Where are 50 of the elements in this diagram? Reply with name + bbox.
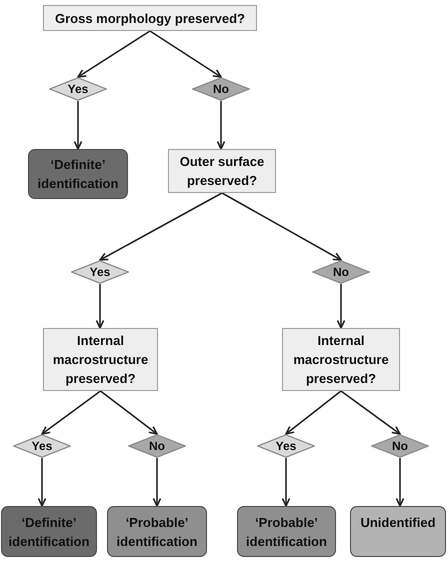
question-box [168, 149, 276, 193]
arrow [38, 458, 46, 507]
answer-text: Yes [32, 440, 52, 452]
decision-diamond [128, 434, 186, 458]
outcome-text: ‘Probable’ identification [245, 514, 328, 550]
question-text: Gross morphology preserved? [55, 10, 245, 28]
decision-diamond [312, 260, 370, 284]
outcome-box [107, 506, 207, 557]
outcome-text: ‘Definite’ identification [36, 156, 120, 193]
arrow [74, 101, 82, 150]
arrow [340, 390, 401, 435]
arrow [216, 101, 226, 150]
arrow [41, 390, 101, 435]
decision-diamond [49, 77, 107, 101]
arrow [336, 284, 346, 329]
question-text: Internal macrostructure preserved? [292, 332, 390, 388]
decision-diamond [371, 434, 429, 458]
arrow [282, 458, 290, 507]
arrow [222, 192, 342, 261]
decision-diamond [71, 260, 129, 284]
arrow [77, 30, 150, 78]
answer-text: Yes [276, 440, 296, 452]
outcome-text: ‘Probable’ identification [116, 514, 198, 550]
question-box [43, 5, 257, 31]
outcome-text: ‘Definite’ identification [8, 514, 90, 550]
answer-text: No [392, 440, 408, 452]
decision-diamond [192, 77, 250, 101]
arrow [99, 192, 222, 261]
arrow [396, 458, 404, 507]
answer-text: No [149, 440, 165, 452]
decision-diamond [13, 434, 71, 458]
outcome-text: Unidentified [360, 514, 436, 532]
answer-text: No [213, 83, 229, 95]
decision-diamond [257, 434, 315, 458]
arrow [100, 390, 158, 435]
arrow [152, 458, 162, 507]
question-text: Internal macrostructure preserved? [52, 332, 150, 388]
arrow [285, 390, 342, 435]
question-box [43, 328, 158, 391]
answer-text: Yes [90, 266, 110, 278]
answer-text: No [333, 266, 349, 278]
outcome-box [1, 506, 97, 557]
outcome-box [237, 506, 336, 557]
outcome-box [350, 506, 446, 557]
question-box [282, 328, 400, 391]
arrow [96, 284, 104, 329]
arrow [150, 30, 222, 78]
answer-text: Yes [68, 83, 88, 95]
question-text: Outer surface preserved? [178, 153, 266, 190]
outcome-box [28, 149, 128, 199]
